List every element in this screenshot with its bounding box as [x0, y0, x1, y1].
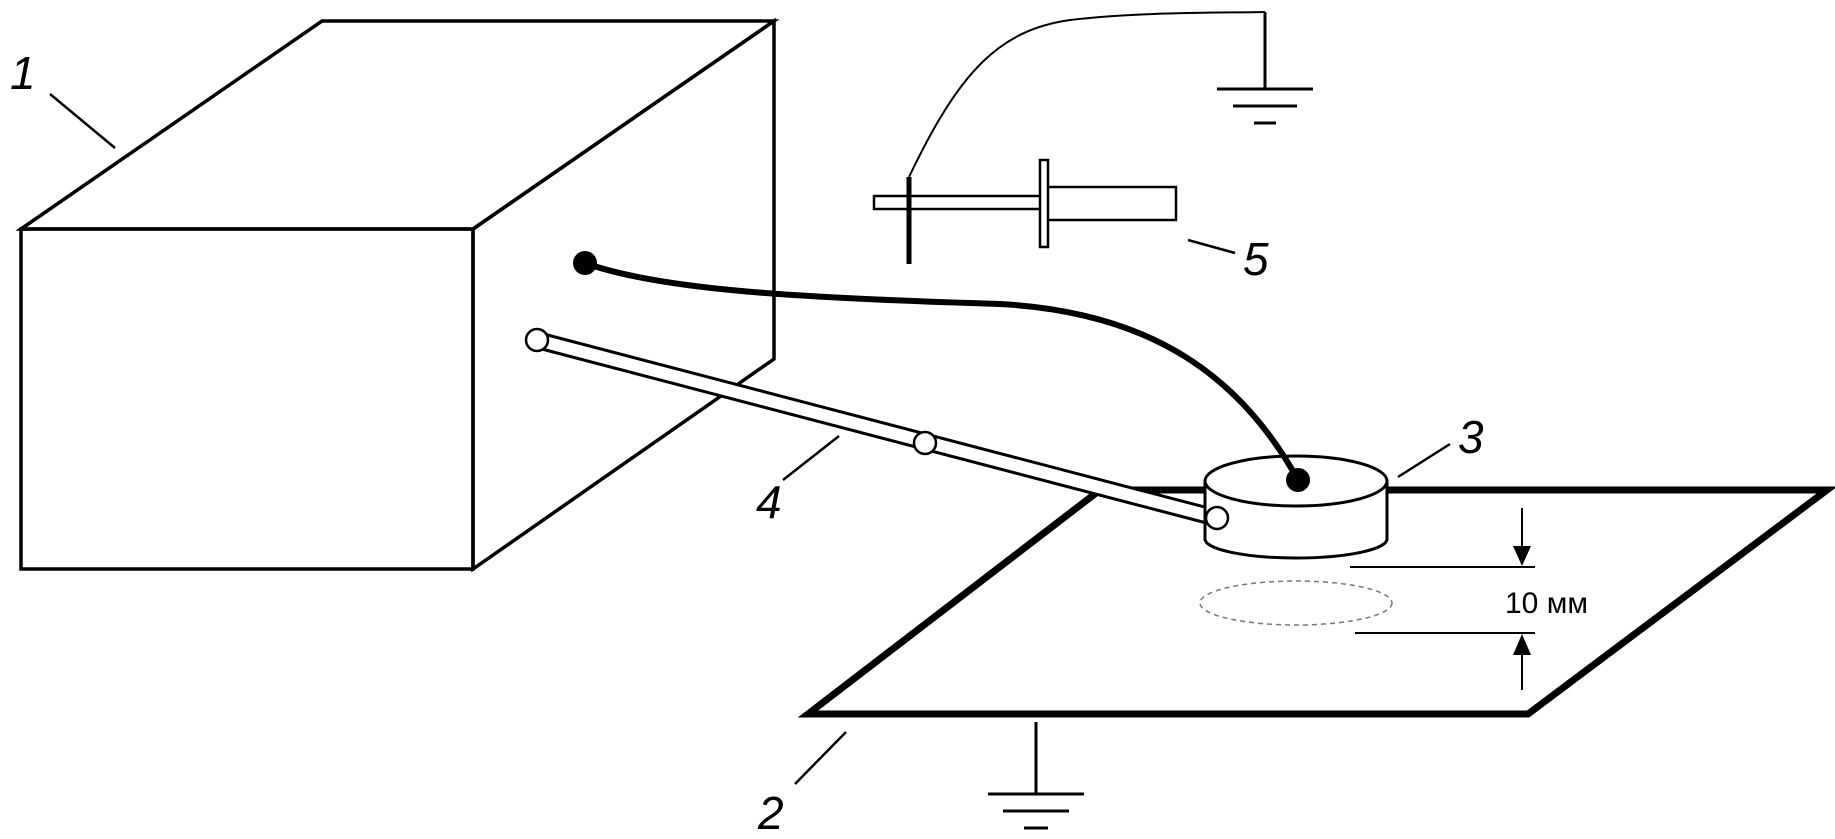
rod-joint-right [1204, 505, 1230, 531]
cube-side-face [471, 17, 776, 573]
cube-generator [15, 17, 780, 573]
cube-front-face [19, 227, 475, 571]
insulating-rod [524, 327, 1220, 527]
probe-shaft [872, 194, 1046, 211]
cable-terminal-electrode [1286, 468, 1310, 492]
plate-ground-icon [988, 722, 1084, 830]
label-5: 5 [1243, 233, 1269, 285]
probe-ground-lead [908, 11, 1266, 178]
label-3: 3 [1458, 411, 1484, 463]
hv-cable [582, 260, 1301, 483]
leader-line-1 [49, 93, 116, 149]
cable-terminal-box [573, 251, 597, 275]
cube-top-face [15, 19, 780, 231]
dimension-arrow-down-icon [1513, 546, 1531, 566]
leader-line-3 [1397, 442, 1451, 479]
leader-lines [49, 93, 1451, 785]
rod-joint-left [524, 327, 550, 353]
probe-guard [1038, 158, 1050, 249]
label-4: 4 [756, 476, 782, 528]
label-2: 2 [757, 787, 784, 839]
leader-line-2 [794, 731, 847, 785]
probe-handle [1042, 185, 1178, 222]
dimension-arrow-up-icon [1513, 634, 1531, 655]
discharge-probe [872, 158, 1178, 249]
probe-ground-icon [1217, 12, 1313, 125]
leader-line-4 [782, 435, 840, 481]
leader-line-5 [1187, 238, 1236, 255]
label-1: 1 [10, 47, 36, 99]
rod-joint-middle [912, 430, 938, 456]
dimension-label: 10 мм [1505, 587, 1588, 620]
ground-plate [797, 486, 1835, 718]
projection-ellipse [1199, 580, 1393, 626]
